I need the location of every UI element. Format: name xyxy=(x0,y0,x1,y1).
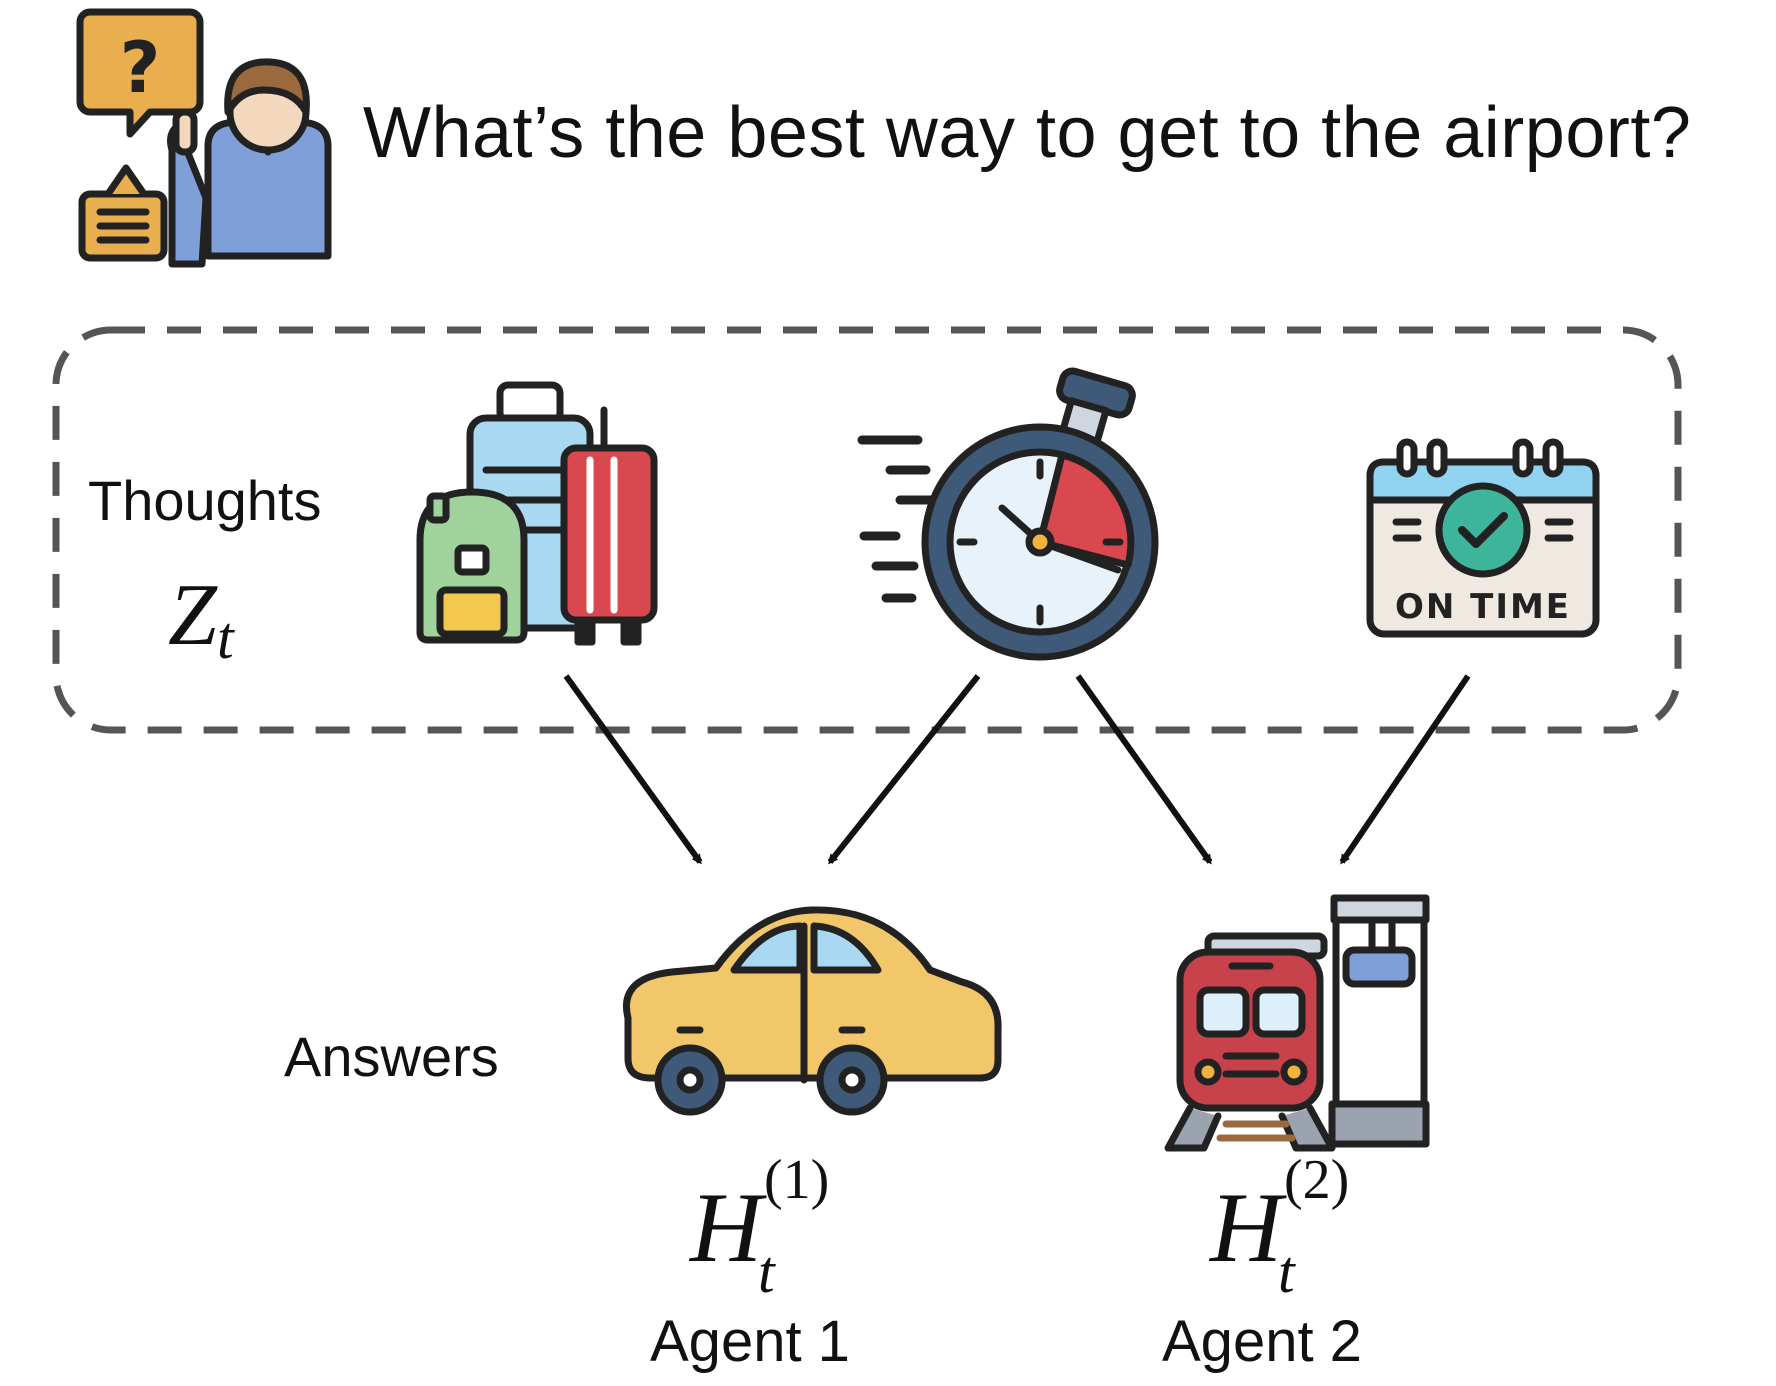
agent1-symbol-subscript: t xyxy=(758,1239,775,1305)
stopwatch-icon xyxy=(857,367,1159,661)
calendar-text: ON TIME xyxy=(1395,587,1571,627)
agent1-label: Agent 1 xyxy=(650,1309,850,1374)
calendar-on-time-icon xyxy=(1366,438,1600,638)
thoughts-label: Thoughts xyxy=(88,469,322,532)
arrow-stopwatch-to-agent1 xyxy=(827,674,981,865)
agent2-symbol: H t (2) xyxy=(1210,1149,1349,1305)
question-text: What’s the best way to get to the airpor… xyxy=(363,93,1692,173)
arrow-stopwatch-to-agent2 xyxy=(1075,674,1213,865)
answers-label: Answers xyxy=(284,1025,499,1088)
agent2-symbol-subscript: t xyxy=(1278,1239,1295,1305)
agent1-symbol-base: H xyxy=(690,1172,763,1283)
agent2-symbol-superscript: (2) xyxy=(1284,1149,1350,1211)
agent1-symbol: H t (1) xyxy=(690,1149,829,1305)
thoughts-box xyxy=(52,326,1682,734)
thoughts-symbol: Zt xyxy=(168,565,234,673)
agent2-symbol-base: H xyxy=(1210,1172,1283,1283)
svg-text:?: ? xyxy=(120,27,161,109)
car-icon xyxy=(623,906,1002,1116)
train-icon xyxy=(1164,894,1430,1152)
agent2-label: Agent 2 xyxy=(1162,1309,1362,1374)
thoughts-symbol-subscript: t xyxy=(216,605,234,671)
agent1-symbol-superscript: (1) xyxy=(764,1149,830,1211)
arrow-calendar-to-agent2 xyxy=(1339,674,1471,865)
arrow-luggage-to-agent1 xyxy=(563,674,703,865)
person-question-icon: ? xyxy=(76,8,332,268)
luggage-icon xyxy=(416,381,658,646)
thoughts-symbol-base: Z xyxy=(168,567,217,664)
